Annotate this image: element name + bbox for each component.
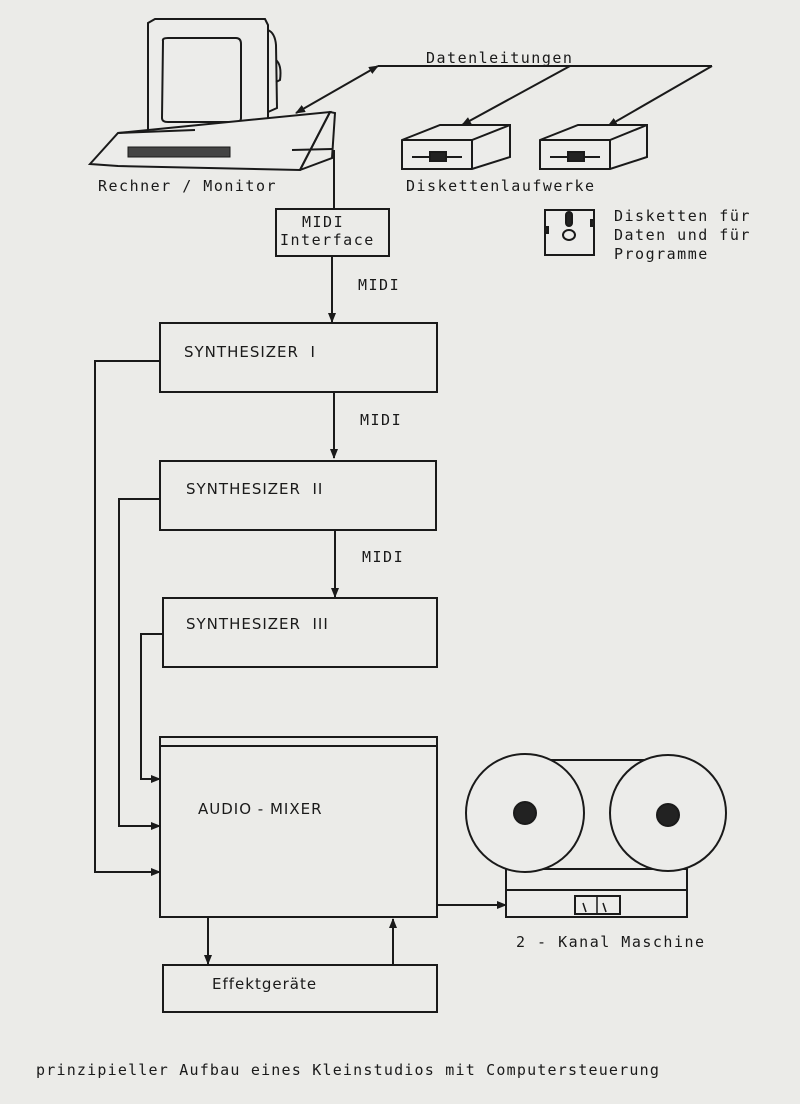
disk-drive-2-icon xyxy=(539,124,648,170)
synthesizer-1-box xyxy=(159,322,438,393)
data-lines xyxy=(295,65,713,127)
midi-interface-label-2: Interface xyxy=(280,231,375,249)
synthesizer-2-label: SYNTHESIZER II xyxy=(186,480,324,498)
synthesizer-3-label: SYNTHESIZER III xyxy=(186,615,329,633)
diskette-label-line-1: Disketten für xyxy=(614,207,751,225)
diskette-icon xyxy=(544,209,595,256)
midi-interface-label-1: MIDI xyxy=(302,213,345,231)
effects-box xyxy=(162,964,438,1013)
computer-label: Rechner / Monitor xyxy=(98,177,278,195)
midi-link-label-3: MIDI xyxy=(362,548,405,566)
disk-drive-1-icon xyxy=(401,124,511,170)
diskette-label-line-3: Programme xyxy=(614,245,709,263)
drives-label: Diskettenlaufwerke xyxy=(406,177,596,195)
data-lines-label: Datenleitungen xyxy=(426,49,574,67)
tape-machine-icon xyxy=(465,753,727,918)
audio-mixer-box xyxy=(159,736,438,918)
synthesizer-2-box xyxy=(159,460,437,531)
tape-machine-label: 2 - Kanal Maschine xyxy=(516,933,706,951)
midi-link-label-1: MIDI xyxy=(358,276,401,294)
effects-label: Effektgeräte xyxy=(212,975,318,993)
synthesizer-1-label: SYNTHESIZER I xyxy=(184,343,316,361)
diskette-label-line-2: Daten und für xyxy=(614,226,751,244)
midi-link-label-2: MIDI xyxy=(360,411,403,429)
synthesizer-3-box xyxy=(162,597,438,668)
caption: prinzipieller Aufbau eines Kleinstudios … xyxy=(36,1061,661,1079)
audio-mixer-label: AUDIO - MIXER xyxy=(198,800,323,818)
computer-monitor-icon xyxy=(87,18,337,172)
